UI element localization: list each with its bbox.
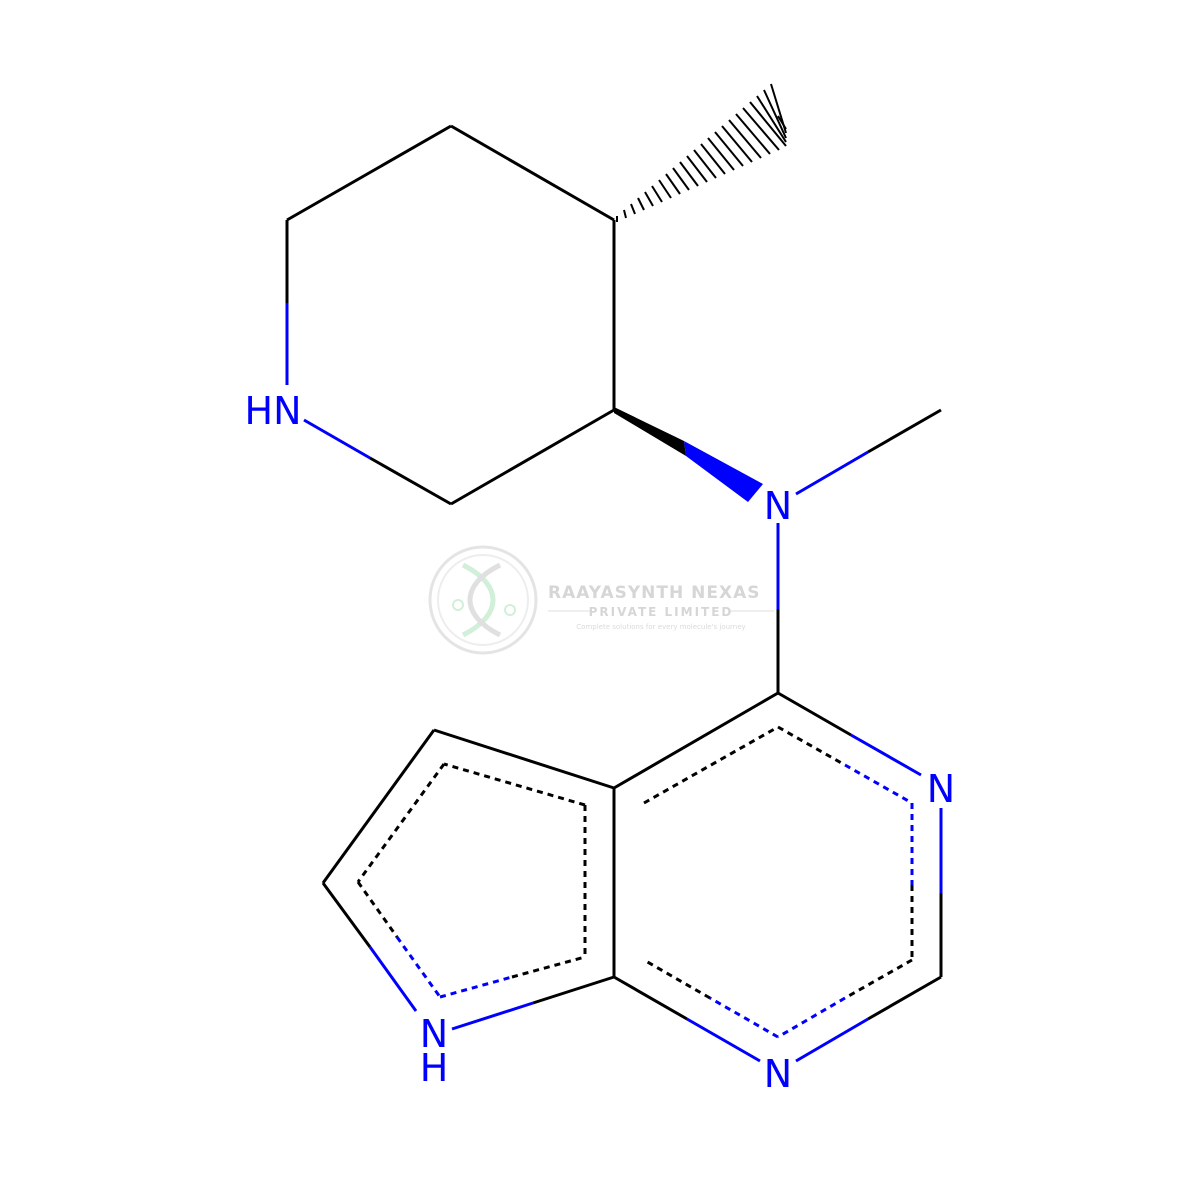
bond-n-c2-blue — [303, 418, 371, 460]
bond-c6-n7-blue — [368, 946, 418, 1012]
bond-c2-c3 — [450, 408, 615, 506]
bond-n1-c7a-blue — [686, 1017, 761, 1063]
bond-c4a-c5 — [433, 728, 615, 790]
atom-pyrimidine-n-top: N — [927, 767, 955, 811]
atom-piperidine-nh: HN — [245, 389, 302, 433]
watermark: RAAYASYNTH NEXAS PRIVATE LIMITED Complet… — [428, 545, 774, 655]
bond-c4a-c4 — [613, 691, 779, 790]
bond-c5-c4 — [450, 124, 615, 222]
bond-c5-c6 — [286, 124, 452, 222]
atom-pyrrole-h: H — [420, 1046, 449, 1090]
bond-c5-c6ar — [321, 729, 436, 884]
bond-n7-c7a-black — [532, 975, 615, 1005]
bond-n7-c7a-blue — [451, 1001, 534, 1031]
bond-nme-blue — [795, 450, 869, 496]
bond-c2-n1-black — [867, 975, 942, 1021]
bonds — [285, 124, 943, 1063]
wedge-bond-hashed — [616, 83, 787, 222]
atom-pyrimidine-n-bottom: N — [764, 1052, 792, 1096]
bond-c6-n7-black — [321, 882, 372, 948]
dna-helix-icon — [428, 545, 538, 655]
atom-amine-n: N — [764, 484, 792, 528]
bond-nme-black — [867, 408, 942, 454]
watermark-company: RAAYASYNTH NEXAS — [548, 583, 761, 603]
bond-c4-n3-blue — [850, 733, 922, 777]
aromatic-bonds — [356, 725, 914, 1039]
wedge-bond-solid — [614, 407, 763, 502]
watermark-company-type: PRIVATE LIMITED — [589, 605, 734, 619]
bond-c4-n3-black — [777, 691, 852, 737]
watermark-tagline: Complete solutions for every molecule's … — [576, 623, 745, 631]
bond-n-c2-black — [369, 456, 452, 506]
atom-pyrrole-n: N — [420, 1012, 448, 1056]
atom-labels: HN N N N N H — [245, 389, 956, 1096]
bond-n1-c7a-black — [613, 975, 688, 1021]
bond-c2-n1-blue — [795, 1017, 869, 1063]
